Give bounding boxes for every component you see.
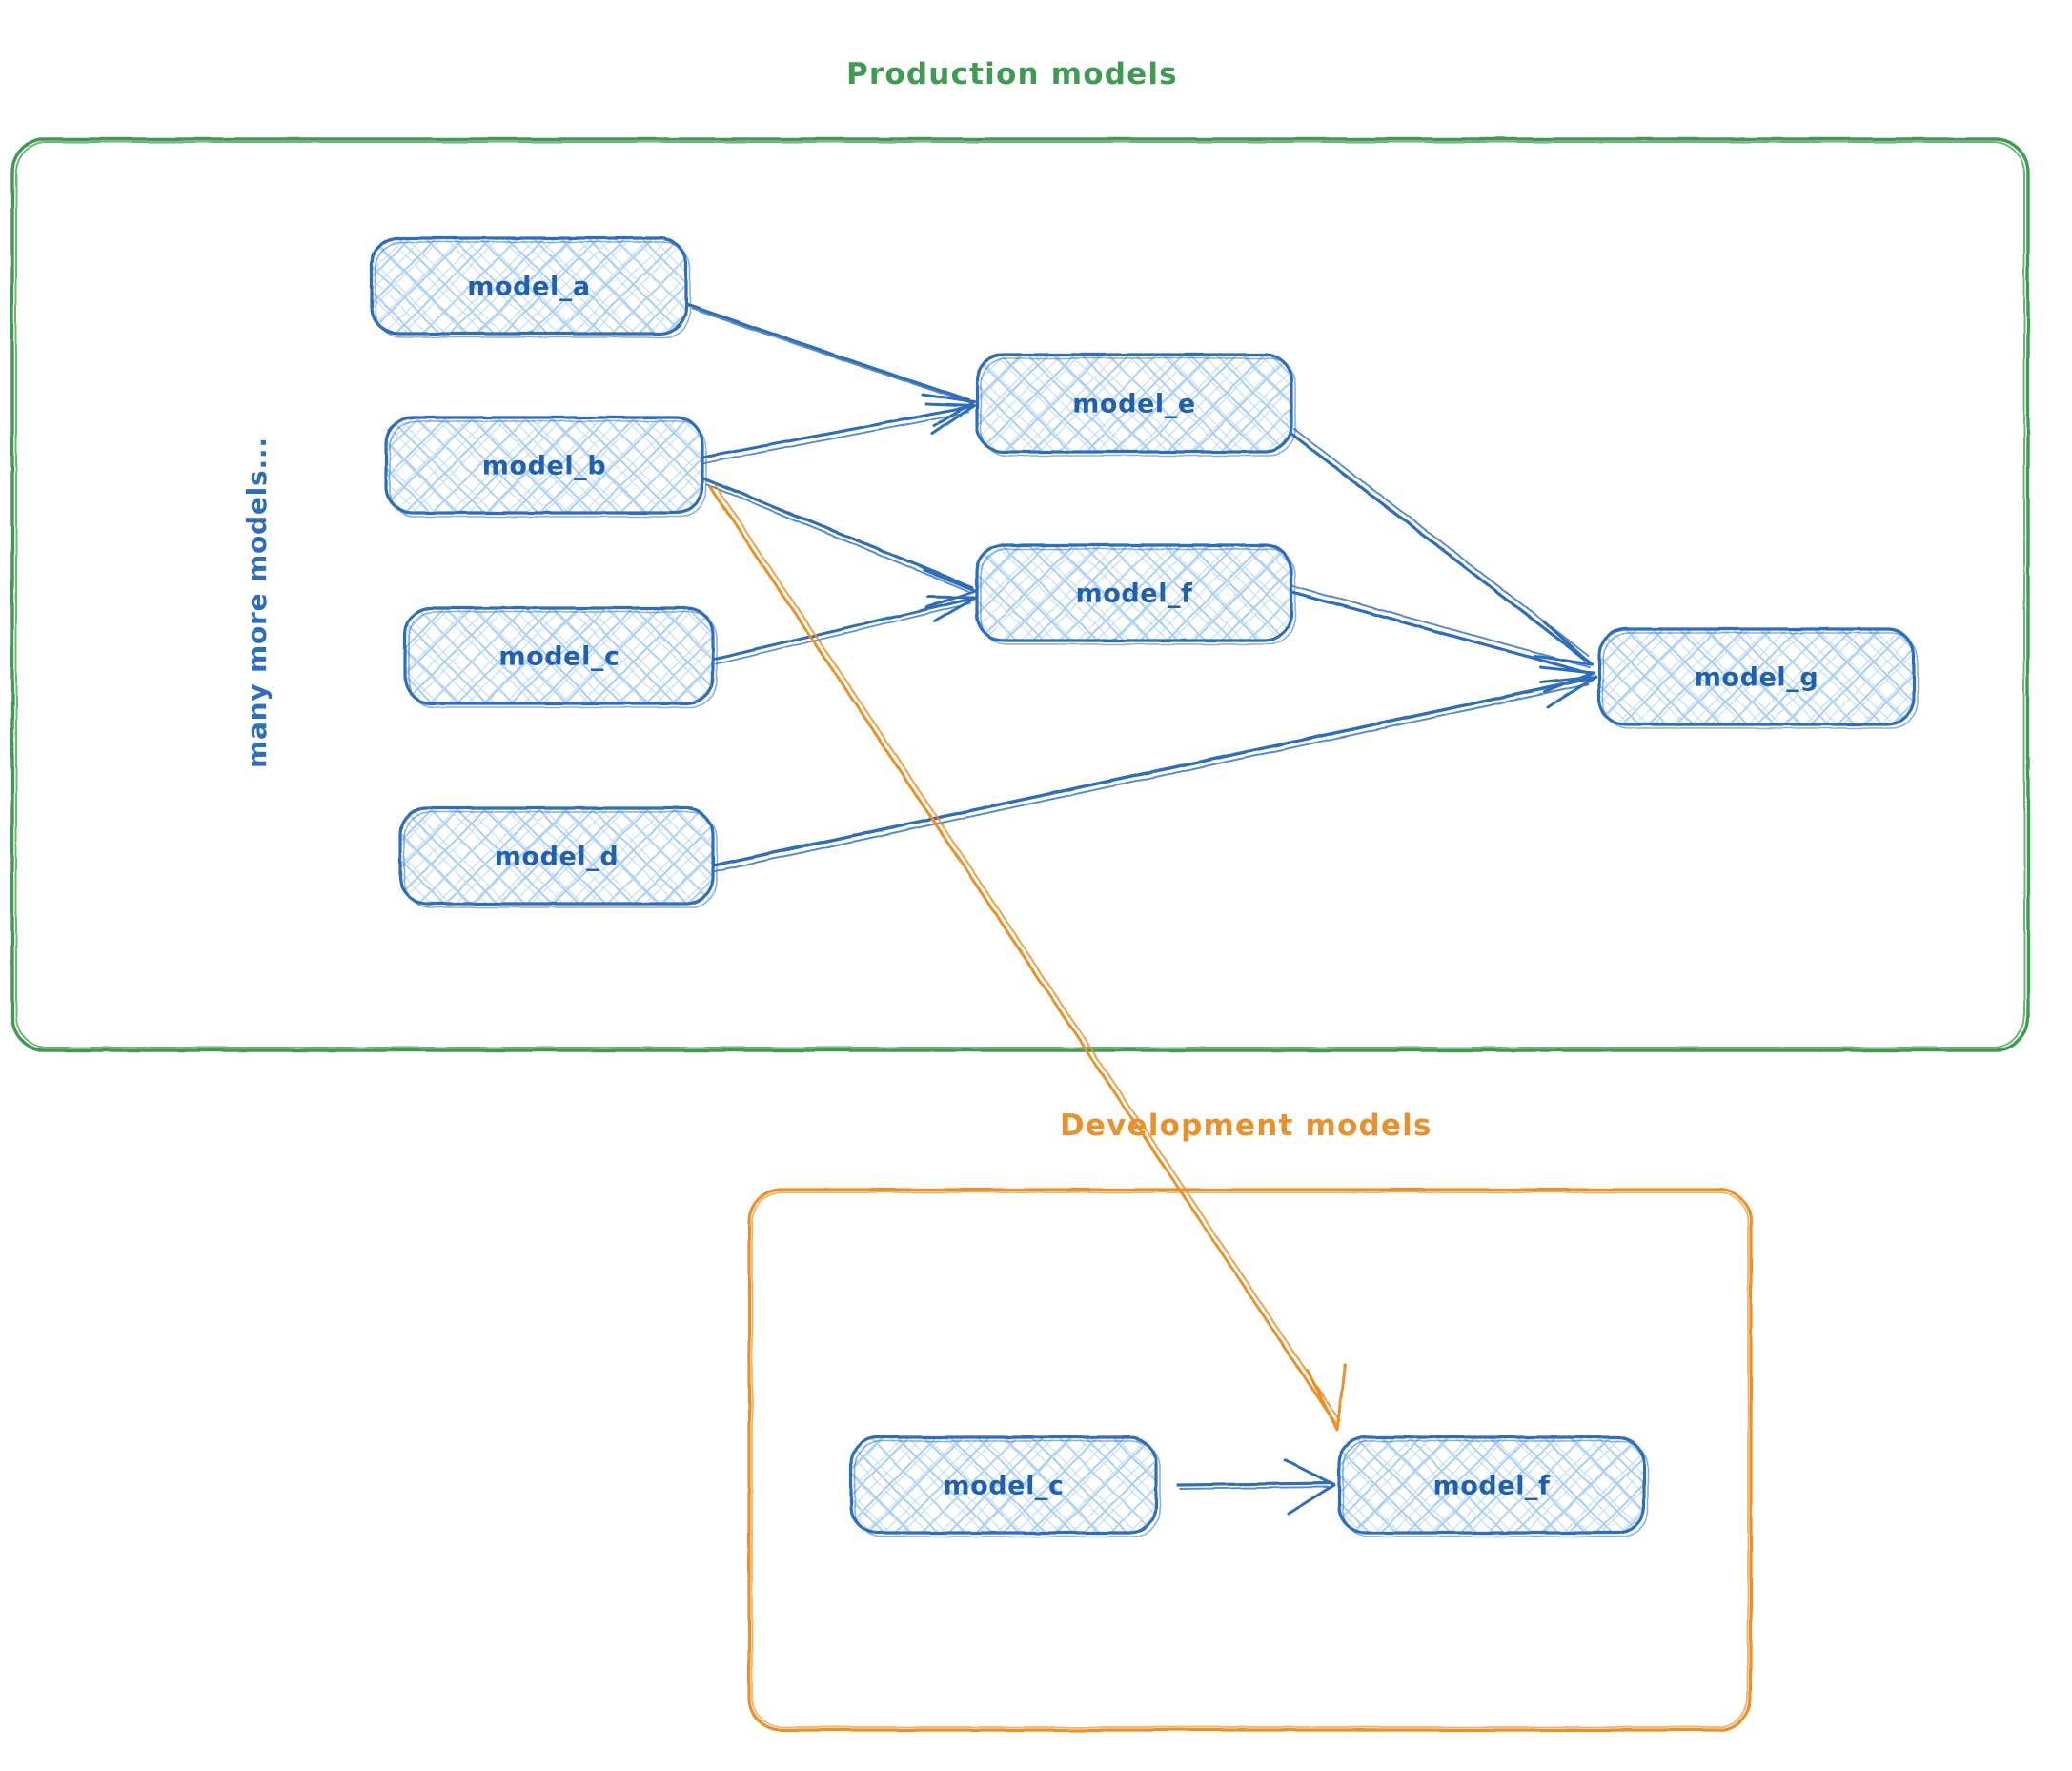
- node-label-model-g: model_g: [1694, 662, 1819, 693]
- edge-model-b-to-model-f: [702, 477, 978, 609]
- node-development-model-c[interactable]: [849, 1435, 1161, 1537]
- edge-development-model-c-to-development-model-f: [1176, 1458, 1336, 1516]
- edge-model-b-to-model-e: [701, 402, 976, 464]
- node-label-development-model-f: model_f: [1432, 1471, 1551, 1501]
- node-layer: [370, 236, 1919, 1537]
- node-label-model-f: model_f: [1075, 579, 1193, 609]
- edge-model-e-to-model-g: [1290, 428, 1594, 666]
- node-model-a[interactable]: [370, 236, 691, 338]
- edge-model-b-to-development-model-f: [708, 483, 1347, 1432]
- edge-model-f-to-model-g: [1287, 584, 1595, 694]
- node-model-g[interactable]: [1597, 627, 1919, 729]
- node-label-development-model-c: model_c: [943, 1471, 1065, 1501]
- edge-model-a-to-model-e: [686, 303, 976, 428]
- node-label-model-c: model_c: [498, 641, 620, 672]
- production-group-container: [10, 137, 2030, 1052]
- node-model-f[interactable]: [975, 543, 1296, 645]
- node-label-model-e: model_e: [1072, 389, 1196, 419]
- production-group-title: Production models: [846, 57, 1178, 92]
- node-label-model-b: model_b: [481, 451, 607, 481]
- node-model-c[interactable]: [403, 606, 718, 708]
- node-development-model-f[interactable]: [1337, 1435, 1649, 1537]
- development-group-container: [747, 1188, 1753, 1732]
- many-more-models-note: many more models...: [241, 437, 273, 768]
- node-label-model-d: model_d: [494, 842, 620, 872]
- node-model-e[interactable]: [975, 353, 1296, 457]
- node-model-b[interactable]: [384, 416, 707, 518]
- node-label-model-a: model_a: [467, 272, 591, 302]
- node-model-d[interactable]: [398, 806, 718, 908]
- development-group-title: Development models: [1060, 1109, 1432, 1143]
- edge-model-c-to-model-f: [711, 595, 978, 665]
- edge-layer: [686, 303, 1597, 1516]
- edge-model-d-to-model-g: [711, 675, 1597, 872]
